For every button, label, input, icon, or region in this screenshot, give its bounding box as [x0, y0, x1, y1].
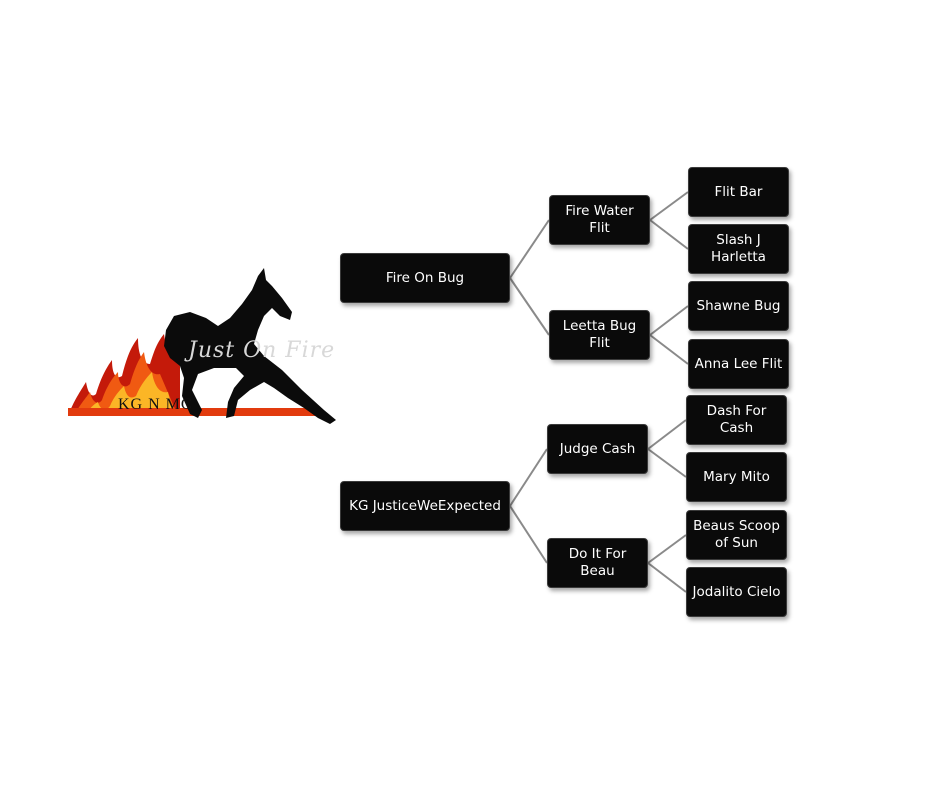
- node-sire-dam: Leetta Bug Flit: [549, 310, 650, 360]
- node-dam-sire-dam: Mary Mito: [686, 452, 787, 502]
- connector: [649, 334, 689, 365]
- logo: Just On Fire KG N MC: [68, 268, 358, 438]
- connector: [649, 219, 689, 250]
- connector: [509, 505, 548, 564]
- horse-silhouette: [164, 268, 336, 424]
- connector: [509, 277, 550, 336]
- node-dam-dam-dam: Jodalito Cielo: [686, 567, 787, 617]
- connector: [509, 219, 550, 279]
- node-sire-sire-dam: Slash J Harletta: [688, 224, 789, 274]
- node-dam-sire: Judge Cash: [547, 424, 648, 474]
- fire-horse-logo-graphic: [68, 268, 336, 424]
- node-dam-dam-sire: Beaus Scoop of Sun: [686, 510, 787, 560]
- connector: [649, 305, 689, 336]
- node-dam-sire-sire: Dash For Cash: [686, 395, 787, 445]
- node-dam-dam: Do It For Beau: [547, 538, 648, 588]
- connector: [647, 562, 687, 593]
- connector: [647, 534, 687, 564]
- node-sire-dam-sire: Shawne Bug: [688, 281, 789, 331]
- node-sire-sire: Fire Water Flit: [549, 195, 650, 245]
- node-dam: KG JusticeWeExpected: [340, 481, 510, 531]
- connector: [649, 191, 689, 221]
- node-sire-dam-dam: Anna Lee Flit: [688, 339, 789, 389]
- node-sire: Fire On Bug: [340, 253, 510, 303]
- connector: [647, 419, 687, 450]
- logo-initials: KG N MC: [118, 396, 193, 413]
- node-sire-sire-sire: Flit Bar: [688, 167, 789, 217]
- connector: [509, 448, 548, 507]
- connector: [647, 448, 687, 478]
- logo-script-text: Just On Fire: [188, 338, 336, 363]
